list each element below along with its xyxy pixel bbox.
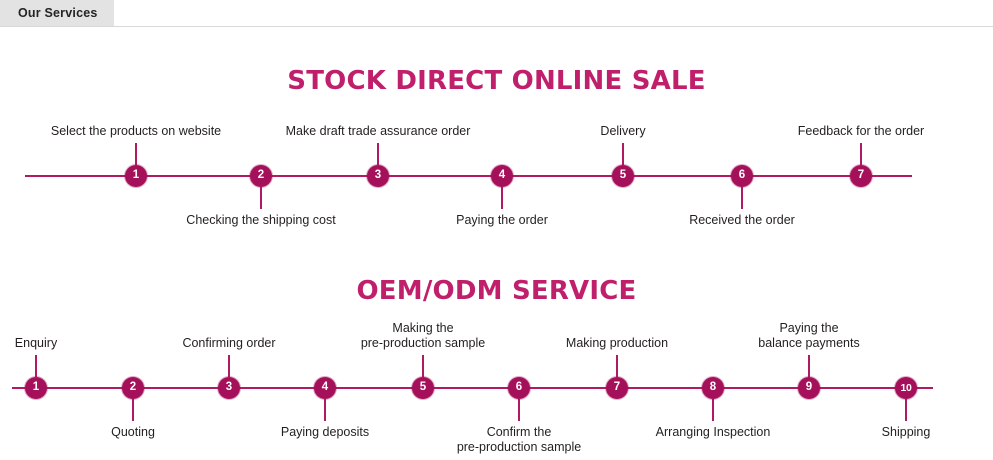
timeline-step-marker-4[interactable]: 4 xyxy=(314,377,336,399)
timeline-step-marker-2[interactable]: 2 xyxy=(250,165,272,187)
timeline-step-marker-3[interactable]: 3 xyxy=(367,165,389,187)
timeline-step-marker-7[interactable]: 7 xyxy=(606,377,628,399)
timeline-step-label-4: Paying the order xyxy=(456,213,548,227)
section-title-stock-direct-online-sale: STOCK DIRECT ONLINE SALE xyxy=(287,66,706,96)
timeline-connector xyxy=(35,355,37,377)
timeline-step-marker-3[interactable]: 3 xyxy=(218,377,240,399)
timeline-step-marker-1[interactable]: 1 xyxy=(125,165,147,187)
timeline-connector xyxy=(905,399,907,421)
timeline-step-label-7: Making production xyxy=(565,336,669,350)
timeline-step-label-5: Making the pre-production sample xyxy=(360,321,486,350)
timeline-step-label-7: Feedback for the order xyxy=(797,124,925,138)
timeline-connector xyxy=(808,355,810,377)
timeline-step-marker-2[interactable]: 2 xyxy=(122,377,144,399)
timeline-step-label-2: Quoting xyxy=(111,425,155,439)
timeline-connector xyxy=(132,399,134,421)
timeline-step-label-3: Confirming order xyxy=(182,336,276,350)
timeline-connector xyxy=(422,355,424,377)
timeline-step-marker-5[interactable]: 5 xyxy=(612,165,634,187)
timeline-step-marker-5[interactable]: 5 xyxy=(412,377,434,399)
timeline-step-label-1: Enquiry xyxy=(14,336,58,350)
timeline-step-label-9: Paying the balance payments xyxy=(758,321,860,350)
tab-strip: Our Services xyxy=(0,0,993,27)
timeline-connector xyxy=(518,399,520,421)
timeline-connector xyxy=(860,143,862,165)
timeline-connector xyxy=(135,143,137,165)
timeline-connector xyxy=(712,399,714,421)
timeline-step-marker-8[interactable]: 8 xyxy=(702,377,724,399)
timeline-connector xyxy=(228,355,230,377)
timeline-connector xyxy=(616,355,618,377)
timeline-connector xyxy=(741,187,743,209)
timeline-step-label-10: Shipping xyxy=(881,425,931,439)
timeline-step-marker-9[interactable]: 9 xyxy=(798,377,820,399)
tab-our-services-label: Our Services xyxy=(18,6,98,20)
timeline-step-label-3: Make draft trade assurance order xyxy=(285,124,471,138)
timeline-step-marker-6[interactable]: 6 xyxy=(508,377,530,399)
timeline-step-marker-6[interactable]: 6 xyxy=(731,165,753,187)
timeline-step-marker-1[interactable]: 1 xyxy=(25,377,47,399)
timeline-connector xyxy=(260,187,262,209)
timeline-step-label-4: Paying deposits xyxy=(280,425,370,439)
timeline-axis xyxy=(25,175,912,177)
timeline-step-marker-7[interactable]: 7 xyxy=(850,165,872,187)
timeline-step-marker-10[interactable]: 10 xyxy=(895,377,917,399)
timeline-connector xyxy=(377,143,379,165)
section-title-oem-odm-service: OEM/ODM SERVICE xyxy=(356,276,637,306)
timeline-connector xyxy=(622,143,624,165)
timeline-step-label-6: Received the order xyxy=(689,213,795,227)
timeline-step-label-6: Confirm the pre-production sample xyxy=(456,425,582,454)
timeline-step-label-5: Delivery xyxy=(600,124,646,138)
timeline-connector xyxy=(501,187,503,209)
timeline-step-label-2: Checking the shipping cost xyxy=(186,213,336,227)
timeline-axis xyxy=(12,387,933,389)
timeline-connector xyxy=(324,399,326,421)
timeline-step-marker-4[interactable]: 4 xyxy=(491,165,513,187)
timeline-step-label-8: Arranging Inspection xyxy=(655,425,771,439)
tab-our-services[interactable]: Our Services xyxy=(0,0,114,26)
timeline-step-label-1: Select the products on website xyxy=(50,124,222,138)
